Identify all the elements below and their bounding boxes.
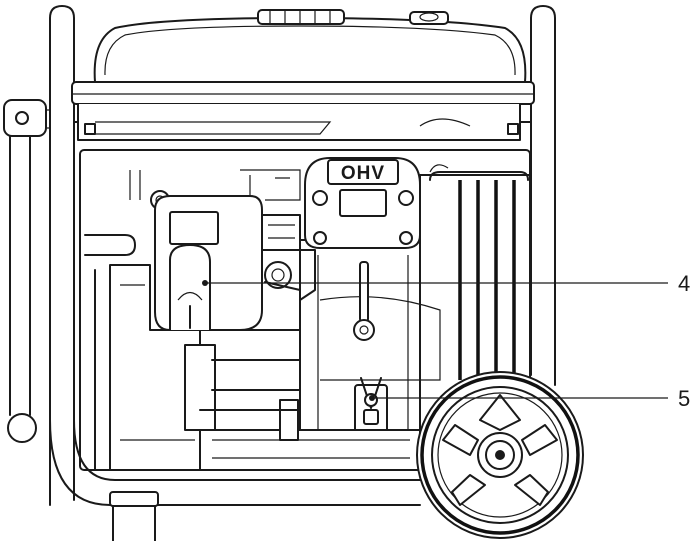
handle-bracket [3,99,47,137]
rocker-cover: OHV [240,157,449,301]
choke-lever [264,261,301,291]
ohv-badge-label: OHV [341,163,385,184]
handle-end-cap [7,413,37,443]
ohv-badge [327,159,399,185]
callout-5-label: 5 [678,386,690,411]
fuel-gauge [409,11,449,25]
callout-5: 5 [369,386,690,411]
callout-4-label: 4 [678,271,690,296]
wheel [416,371,584,539]
dipstick-slot [359,261,369,323]
fuel-cap [257,9,345,25]
fuel-tank [71,9,535,141]
air-filter-cover [154,195,301,331]
callout-4: 4 [202,271,690,296]
